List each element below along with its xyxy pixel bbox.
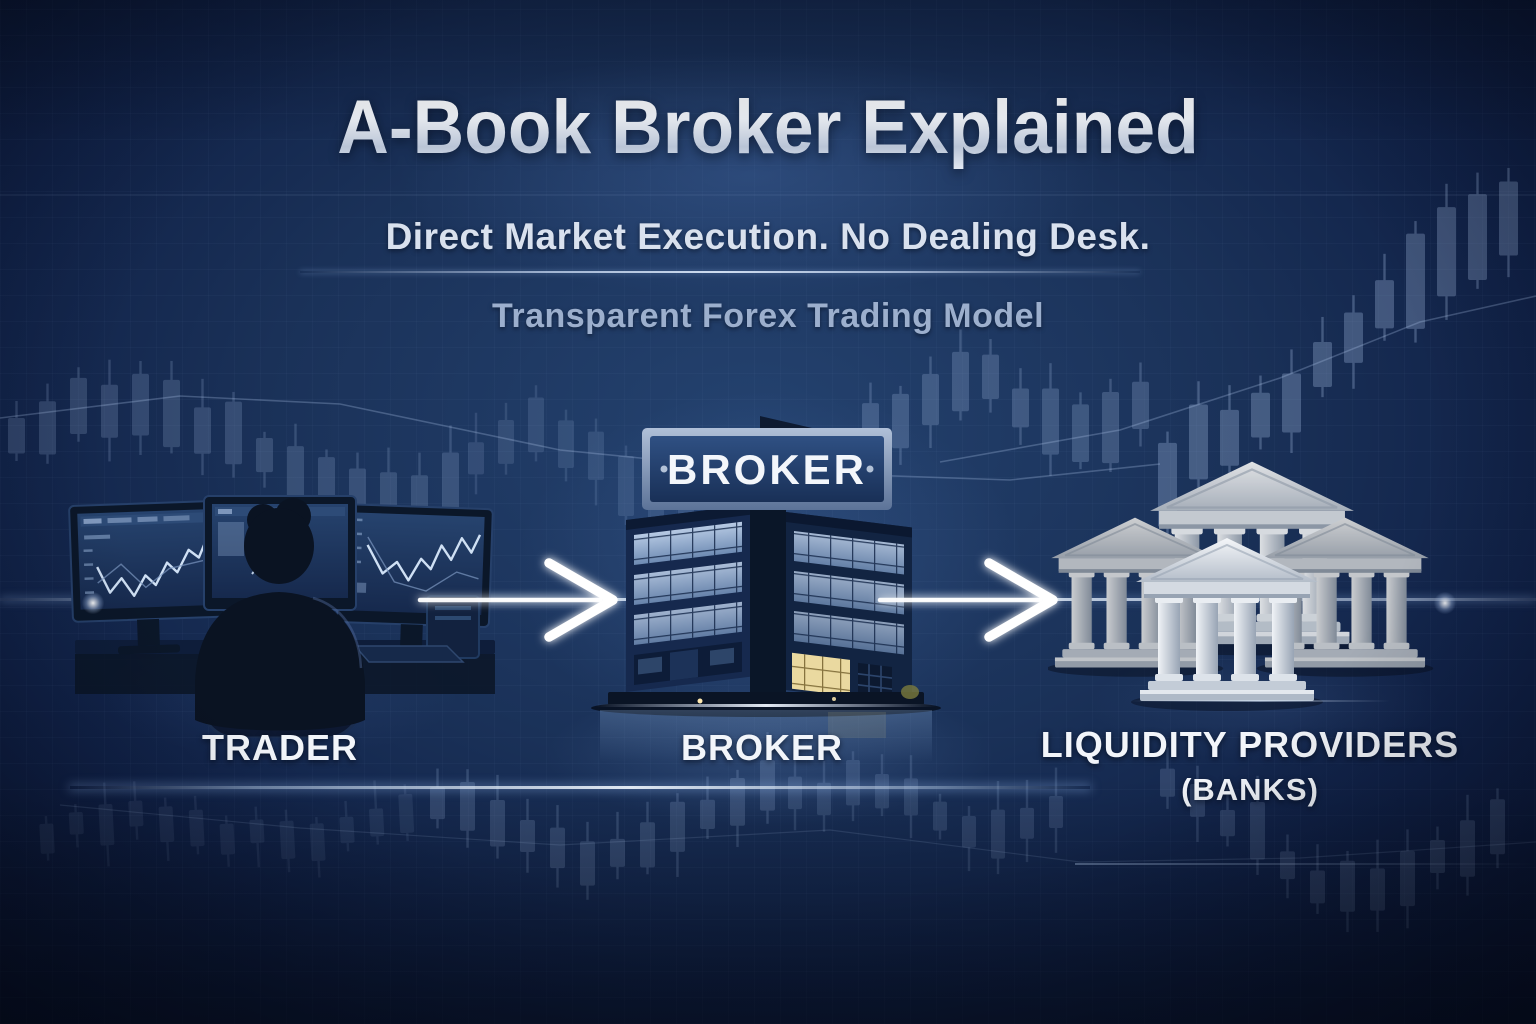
bottom-highlight-line-right <box>1075 863 1536 865</box>
bank-buildings-icon <box>1048 460 1435 712</box>
sign-dot <box>866 465 874 473</box>
banks-base-glow <box>1130 700 1390 702</box>
label-trader: TRADER <box>202 727 358 768</box>
broker-sign: BROKER <box>642 428 892 510</box>
trader-workstation-icon <box>68 495 495 738</box>
building-base <box>608 692 924 705</box>
bottom-highlight-line <box>70 786 1090 789</box>
broker-building-illustration: BROKER <box>580 412 952 762</box>
warm-lit-window <box>792 652 850 696</box>
liquidity-providers-illustration <box>1048 458 1468 720</box>
keyboard-icon <box>353 645 465 663</box>
trader-illustration <box>55 468 505 738</box>
subtitle: Direct Market Execution. No Dealing Desk… <box>385 216 1151 257</box>
label-broker: BROKER <box>680 727 843 768</box>
building-right-wing <box>786 511 912 706</box>
broker-sign-text: BROKER <box>667 446 867 493</box>
broker-office-building-icon: BROKER <box>591 416 941 762</box>
divider-line <box>300 271 1140 273</box>
shrub <box>901 685 919 699</box>
building-left-wing <box>626 504 750 692</box>
label-liquidity-providers: LIQUIDITY PROVIDERS <box>1040 724 1460 765</box>
monitor-icon <box>68 499 226 655</box>
ground-light <box>832 697 836 701</box>
tagline: Transparent Forex Trading Model <box>491 297 1045 335</box>
ground-light <box>697 698 703 704</box>
label-banks: (BANKS) <box>1181 772 1319 807</box>
base-glow-line <box>596 704 936 707</box>
page-title: A-Book Broker Explained <box>46 84 1490 171</box>
